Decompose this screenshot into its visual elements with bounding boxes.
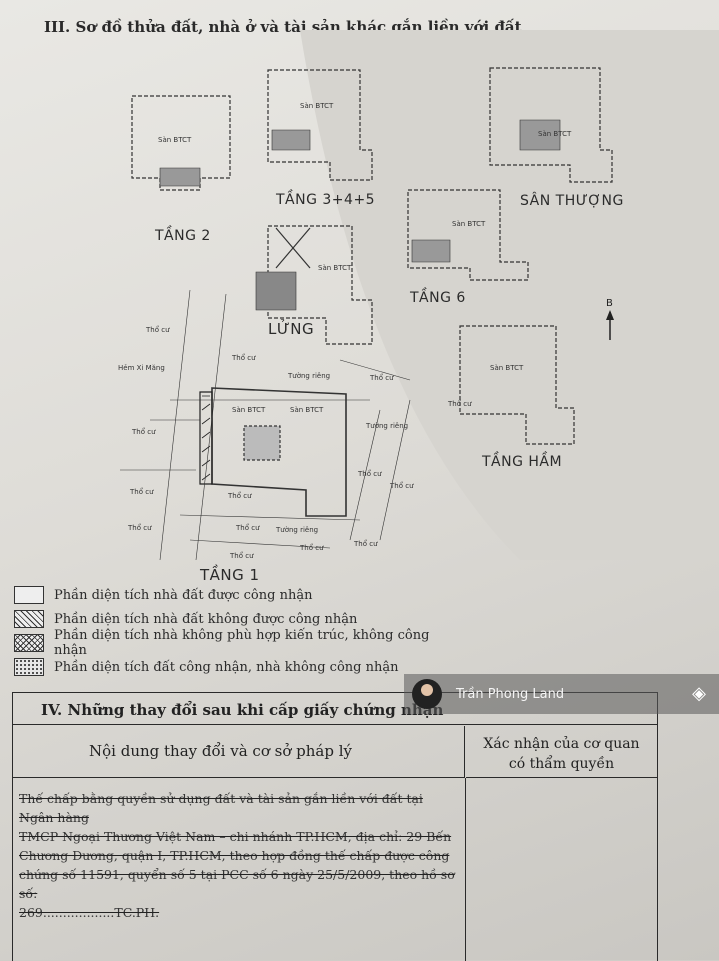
svg-text:Thổ cư: Thổ cư	[231, 353, 256, 362]
layers-icon: ◈	[692, 683, 706, 704]
tang2-floor-text: Sàn BTCT	[158, 136, 192, 144]
plan-tang345: Sàn BTCT	[267, 69, 373, 181]
watermark-name: Trần Phong Land	[456, 686, 565, 702]
svg-text:Thổ cư: Thổ cư	[447, 399, 472, 408]
svg-text:Tường riêng: Tường riêng	[287, 372, 330, 380]
svg-text:Sàn BTCT: Sàn BTCT	[232, 406, 266, 414]
svg-text:Sàn BTCT: Sàn BTCT	[300, 102, 334, 110]
svg-text:Thổ cư: Thổ cư	[389, 481, 414, 490]
svg-text:Thổ cư: Thổ cư	[235, 523, 260, 532]
legend-swatch-dots	[14, 658, 44, 676]
svg-text:Thổ cư: Thổ cư	[127, 523, 152, 532]
svg-text:Thổ cư: Thổ cư	[229, 551, 254, 560]
plan-san-thuong: Sàn BTCT	[489, 67, 613, 183]
plan-tang1: Sàn BTCT Sàn BTCT Thổ cư Thổ cư Thổ cư T…	[118, 289, 472, 561]
svg-text:Sàn BTCT: Sàn BTCT	[538, 130, 572, 138]
plan-tang6: Sàn BTCT	[407, 189, 529, 281]
legend-item: Phần diện tích đất công nhận, nhà không …	[14, 655, 434, 679]
section4-table: IV. Những thay đổi sau khi cấp giấy chứn…	[12, 692, 658, 961]
svg-text:Sàn BTCT: Sàn BTCT	[452, 220, 486, 228]
label-tang345: TẦNG 3+4+5	[276, 192, 376, 208]
legend-item: Phần diện tích nhà đất được công nhận	[14, 583, 434, 607]
column-divider	[465, 778, 466, 961]
svg-text:Thổ cư: Thổ cư	[299, 543, 324, 552]
column-header-confirm: Xác nhận của cơ quan có thẩm quyền	[466, 726, 657, 778]
legend-swatch-plain	[14, 586, 44, 604]
avatar	[412, 679, 442, 709]
plan-tang2: Sàn BTCT	[131, 95, 231, 191]
label-tang2: TẦNG 2	[155, 228, 211, 244]
svg-text:Sàn BTCT: Sàn BTCT	[290, 406, 324, 414]
svg-text:Tường riêng: Tường riêng	[275, 526, 318, 534]
svg-text:Thổ cư: Thổ cư	[357, 469, 382, 478]
column-header-content: Nội dung thay đổi và cơ sở pháp lý	[13, 726, 465, 778]
label-tang6: TẦNG 6	[410, 290, 466, 306]
change-entry: Thế chấp bằng quyền sử dụng đất và tài s…	[19, 791, 455, 920]
legend-item: Phần diện tích nhà không phù hợp kiến tr…	[14, 628, 434, 658]
label-san-thuong: SÂN THƯỢNG	[520, 193, 624, 209]
legend: Phần diện tích nhà đất được công nhận Ph…	[14, 583, 434, 679]
svg-text:Sàn BTCT: Sàn BTCT	[318, 264, 352, 272]
svg-text:Thổ cư: Thổ cư	[129, 487, 154, 496]
svg-text:Thổ cư: Thổ cư	[145, 325, 170, 334]
svg-text:Thổ cư: Thổ cư	[227, 491, 252, 500]
svg-text:Tường riêng: Tường riêng	[365, 422, 408, 430]
svg-text:B: B	[606, 298, 613, 309]
svg-text:Thổ cư: Thổ cư	[131, 427, 156, 436]
section4-title: IV. Những thay đổi sau khi cấp giấy chứn…	[13, 693, 657, 725]
svg-text:Hẻm Xi Măng: Hẻm Xi Măng	[118, 364, 165, 372]
legend-item: Phần diện tích nhà đất không được công n…	[14, 607, 434, 631]
label-tang-ham: TẦNG HẦM	[482, 454, 563, 470]
legend-swatch-hatch	[14, 610, 44, 628]
svg-text:Thổ cư: Thổ cư	[369, 373, 394, 382]
north-arrow: B	[606, 298, 614, 340]
watermark-banner: Trần Phong Land ◈	[404, 674, 719, 714]
svg-text:Thổ cư: Thổ cư	[353, 539, 378, 548]
floor-plans-drawing: Sàn BTCT Sàn BTCT Sàn BTCT Sàn BTCT Sàn …	[118, 67, 614, 561]
plan-tang-ham: Sàn BTCT	[459, 325, 575, 445]
svg-text:Sàn BTCT: Sàn BTCT	[490, 364, 524, 372]
plan-lung: Sàn BTCT	[255, 225, 373, 345]
label-tang1: TẦNG 1	[200, 566, 260, 584]
label-lung: LỬNG	[268, 320, 315, 338]
legend-swatch-cross	[14, 634, 44, 652]
